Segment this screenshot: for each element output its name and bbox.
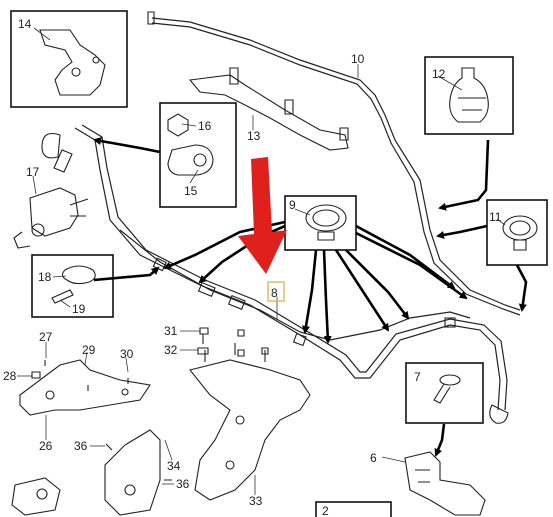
callout-8: 8 [271,286,278,300]
detail-box-18 [31,254,114,318]
detail-box-14 [10,10,128,108]
callout-13: 13 [247,129,261,143]
bracket-13 [188,67,349,151]
callout-29: 29 [82,343,96,357]
clamp-15 [167,113,214,176]
bracket-33 [189,343,311,501]
clip-12 [449,67,489,123]
callout-36-left: 36 [74,439,88,453]
clamp-9 [305,204,347,241]
highlight-box-8 [267,281,285,302]
connector-6 [404,451,486,516]
callout-17: 17 [26,165,40,179]
callout-9: 9 [289,198,296,212]
bracket-14 [39,29,106,96]
callout-14: 14 [18,17,32,31]
callout-33: 33 [249,494,263,508]
studs-top [237,329,269,357]
leader-lines [17,27,506,495]
clip-bottom-left [11,477,61,516]
callout-32: 32 [164,343,178,357]
highlight-arrow [238,157,287,274]
callout-31: 31 [164,324,178,338]
callout-28: 28 [3,369,17,383]
pump-17 [13,187,89,249]
callout-30: 30 [120,347,134,361]
detail-box-12 [424,56,514,135]
callout-10: 10 [351,52,365,66]
detail-box-2 [315,501,392,517]
callout-6: 6 [370,451,377,465]
screw-7 [433,374,461,404]
callout-18: 18 [38,270,52,284]
callout-7: 7 [414,370,421,384]
callout-34: 34 [167,459,181,473]
bracket-34 [104,429,172,516]
bracket-26 [19,359,151,416]
callout-labels: 14 10 12 16 13 15 17 9 11 18 19 8 31 32 … [3,17,502,517]
callout-12: 12 [432,67,446,81]
bolt-31 [199,327,209,344]
pointer-arrows [93,137,528,457]
callout-26: 26 [39,439,53,453]
clamp-11 [502,215,538,251]
callout-19: 19 [72,302,86,316]
clip-18 [51,265,96,304]
callout-36-right: 36 [176,477,190,491]
hose-assembly [41,11,521,424]
detail-box-7 [405,362,484,424]
callout-11: 11 [489,210,502,224]
callout-15: 15 [184,184,198,198]
callout-16: 16 [198,119,212,133]
callout-27: 27 [39,330,53,344]
detail-box-15 [159,102,237,208]
nut-28 [31,371,41,379]
nut-32 [197,347,209,355]
callout-2: 2 [322,504,329,517]
